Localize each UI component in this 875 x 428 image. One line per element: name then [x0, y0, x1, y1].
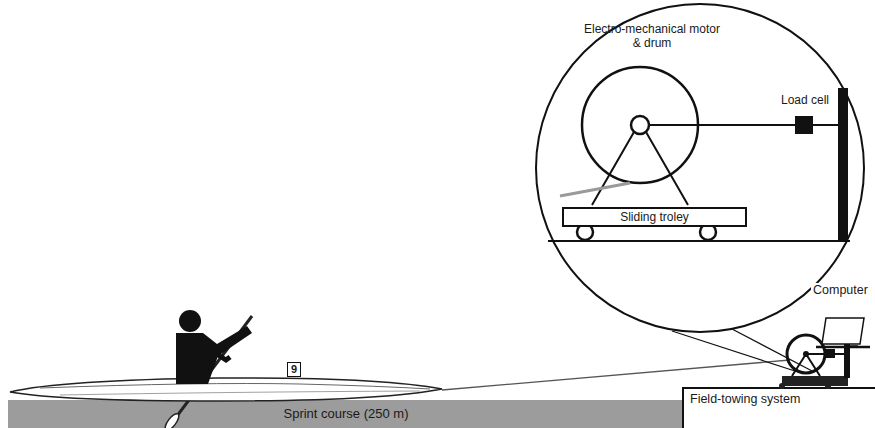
system-name: Field-towing system	[688, 392, 802, 407]
load-rod	[813, 124, 838, 126]
device-load-cell	[826, 349, 835, 358]
node-text: Sliding troley	[620, 210, 689, 224]
kayak-deck-line	[40, 384, 430, 390]
device-stand	[792, 354, 820, 376]
device-wheel	[779, 383, 785, 389]
magnifier-line	[732, 329, 814, 372]
paddle-blade	[163, 412, 181, 428]
magnifier-line	[672, 331, 798, 372]
course-band: Sprint course (250 m)	[8, 400, 684, 428]
ground-line	[548, 240, 850, 242]
kayak-chine-line	[60, 391, 420, 395]
trolley-platform: Sliding troley	[562, 207, 747, 227]
load-cell-block	[795, 116, 813, 134]
drum-cable	[560, 183, 630, 196]
bib-number: 9	[287, 362, 301, 377]
kayak-hull	[10, 378, 442, 401]
platform-edge	[683, 388, 875, 428]
drum-stand	[592, 132, 688, 205]
device-base	[782, 376, 848, 386]
athlete-body	[176, 326, 252, 384]
drum-hub	[631, 116, 649, 134]
part-name: Computer	[811, 283, 870, 298]
laptop-screen	[822, 318, 864, 344]
water-band	[8, 400, 684, 428]
load-rod	[649, 124, 795, 126]
tow-cable	[442, 360, 790, 390]
support-post	[838, 88, 848, 241]
node-text: Sprint course (250 m)	[284, 407, 409, 421]
laptop-base	[816, 346, 870, 349]
part-name: Load cell	[781, 93, 829, 107]
part-name: Electro-mechanical motor & drum	[582, 22, 722, 50]
paddle-shaft	[168, 316, 252, 428]
athlete-head	[179, 310, 201, 332]
device-wheel	[825, 383, 831, 389]
athlete-arm	[206, 347, 230, 360]
node-text: 9	[291, 363, 297, 376]
